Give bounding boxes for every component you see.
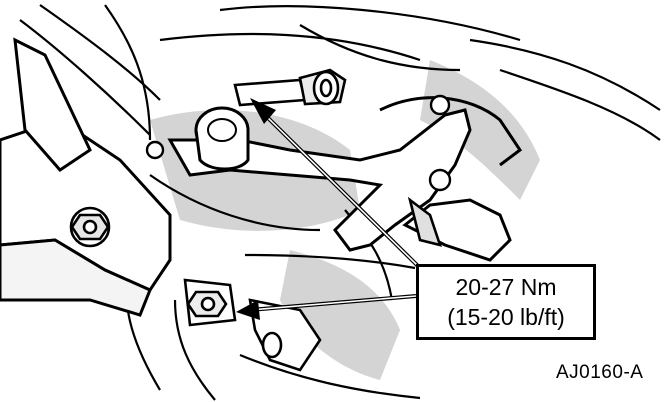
torque-nm-label: 20-27 Nm: [455, 274, 557, 300]
sensor-body: [194, 106, 250, 171]
housing-contours: [19, 4, 661, 401]
leader-arrow-bottom: [236, 294, 417, 320]
torque-bolt: [183, 278, 237, 327]
bracket-bolt: [69, 206, 111, 248]
torque-spec-callout: 20-27 Nm (15-20 lb/ft): [416, 264, 596, 340]
arm-bolts: [145, 94, 452, 192]
connector-fitting: [233, 68, 347, 107]
left-frame-bracket: [0, 37, 172, 317]
figure-id-label: AJ0160-A: [556, 362, 644, 383]
leader-arrow-top: [250, 98, 422, 270]
lower-bracket: [248, 196, 442, 372]
torque-lbft-label: (15-20 lb/ft): [447, 304, 565, 330]
